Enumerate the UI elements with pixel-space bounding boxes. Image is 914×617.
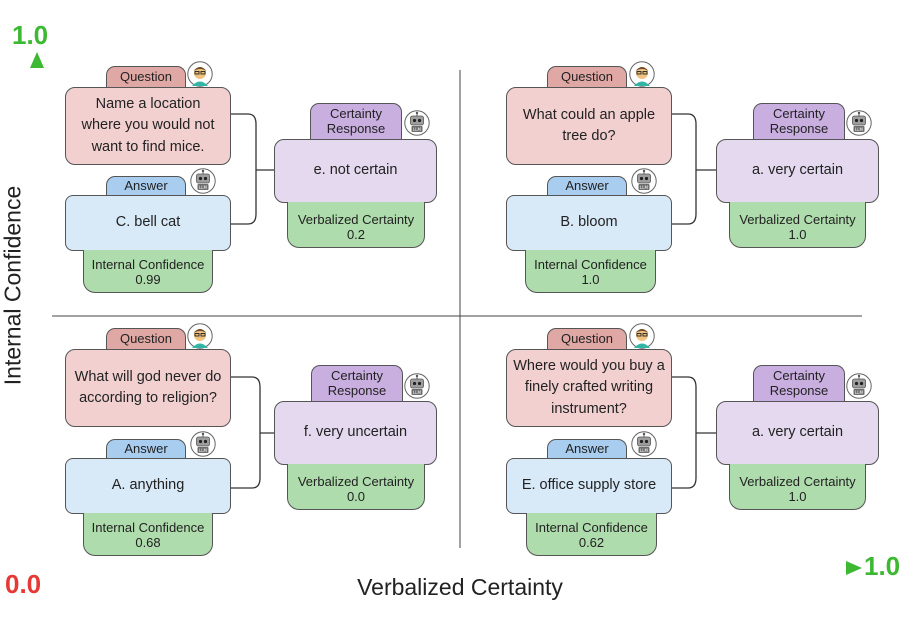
internal-confidence-label: Internal Confidence: [91, 256, 205, 272]
svg-text:LLM: LLM: [640, 185, 648, 190]
certainty-response-tab: Certainty Response: [753, 103, 845, 140]
internal-confidence-label: Internal Confidence: [535, 519, 648, 535]
llm-robot-icon: LLM: [846, 373, 872, 399]
origin-label: 0.0: [5, 569, 42, 599]
certainty-response-box: a. very certain: [716, 401, 879, 465]
svg-text:LLM: LLM: [199, 448, 207, 453]
verbalized-certainty-label: Verbalized Certainty: [297, 473, 415, 489]
verbalized-certainty-value: 1.0: [788, 227, 807, 243]
question-tab: Question: [106, 328, 186, 350]
internal-confidence-box: Internal Confidence 1.0: [525, 250, 656, 293]
verbalized-certainty-box: Verbalized Certainty 0.2: [287, 202, 425, 248]
internal-confidence-box: Internal Confidence 0.62: [526, 513, 657, 556]
verbalized-certainty-value: 1.0: [788, 489, 807, 505]
verbalized-certainty-box: Verbalized Certainty 1.0: [729, 202, 866, 248]
llm-robot-icon: LLM: [190, 431, 216, 457]
verbalized-certainty-box: Verbalized Certainty 1.0: [729, 464, 866, 510]
answer-tab: Answer: [106, 439, 186, 459]
y-axis-title: Internal Confidence: [0, 185, 26, 386]
question-tab: Question: [547, 328, 627, 350]
connector-panel-2: [672, 113, 716, 225]
x-axis-title: Verbalized Certainty: [357, 574, 563, 600]
internal-confidence-label: Internal Confidence: [534, 256, 647, 272]
svg-text:LLM: LLM: [413, 127, 421, 132]
certainty-response-tab: Certainty Response: [310, 103, 402, 140]
certainty-response-tab: Certainty Response: [311, 365, 403, 402]
answer-tab: Answer: [547, 176, 627, 196]
internal-confidence-label: Internal Confidence: [91, 519, 205, 535]
certainty-response-box: a. very certain: [716, 139, 879, 203]
internal-confidence-value: 0.68: [135, 535, 161, 551]
svg-text:LLM: LLM: [413, 390, 421, 395]
human-avatar-icon: [629, 323, 655, 349]
answer-tab: Answer: [106, 176, 186, 196]
verbalized-certainty-label: Verbalized Certainty: [739, 211, 856, 227]
llm-robot-icon: LLM: [846, 110, 872, 136]
question-tab: Question: [547, 66, 627, 88]
internal-confidence-box: Internal Confidence 0.68: [83, 513, 213, 556]
x-axis-max-label: 1.0: [864, 551, 901, 581]
llm-robot-icon: LLM: [631, 431, 657, 457]
internal-confidence-box: Internal Confidence 0.99: [83, 250, 213, 293]
svg-text:LLM: LLM: [855, 390, 863, 395]
svg-text:LLM: LLM: [640, 448, 648, 453]
verbalized-certainty-value: 0.0: [346, 489, 366, 505]
connector-panel-1: [231, 113, 274, 225]
y-axis-arrow: [30, 52, 44, 68]
question-box: What could an apple tree do?: [506, 87, 672, 165]
llm-robot-icon: LLM: [404, 373, 430, 399]
human-avatar-icon: [629, 61, 655, 87]
connector-panel-3: [231, 376, 274, 489]
question-tab: Question: [106, 66, 186, 88]
y-axis-max-label: 1.0: [12, 20, 49, 50]
certainty-response-tab: Certainty Response: [753, 365, 845, 402]
verbalized-certainty-label: Verbalized Certainty: [297, 211, 415, 227]
internal-confidence-value: 0.99: [135, 272, 161, 288]
certainty-response-box: e. not certain: [274, 139, 437, 203]
question-box: Where would you buy a finely crafted wri…: [506, 349, 672, 427]
question-box: Name a location where you would not want…: [65, 87, 231, 165]
human-avatar-icon: [187, 323, 213, 349]
verbalized-certainty-label: Verbalized Certainty: [739, 473, 856, 489]
verbalized-certainty-value: 0.2: [346, 227, 366, 243]
answer-box: B. bloom: [506, 195, 672, 251]
svg-text:LLM: LLM: [855, 127, 863, 132]
llm-robot-icon: LLM: [404, 110, 430, 136]
internal-confidence-value: 1.0: [581, 272, 600, 288]
question-box: What will god never do according to reli…: [65, 349, 231, 427]
answer-box: C. bell cat: [65, 195, 231, 251]
llm-robot-icon: LLM: [631, 168, 657, 194]
answer-tab: Answer: [547, 439, 627, 459]
answer-box: E. office supply store: [506, 458, 672, 514]
llm-robot-icon: LLM: [190, 168, 216, 194]
connector-panel-4: [672, 376, 716, 489]
internal-confidence-value: 0.62: [578, 535, 605, 551]
human-avatar-icon: [187, 61, 213, 87]
answer-box: A. anything: [65, 458, 231, 514]
verbalized-certainty-box: Verbalized Certainty 0.0: [287, 464, 425, 510]
svg-text:LLM: LLM: [199, 185, 207, 190]
x-axis-arrow: [846, 561, 862, 575]
certainty-response-box: f. very uncertain: [274, 401, 437, 465]
